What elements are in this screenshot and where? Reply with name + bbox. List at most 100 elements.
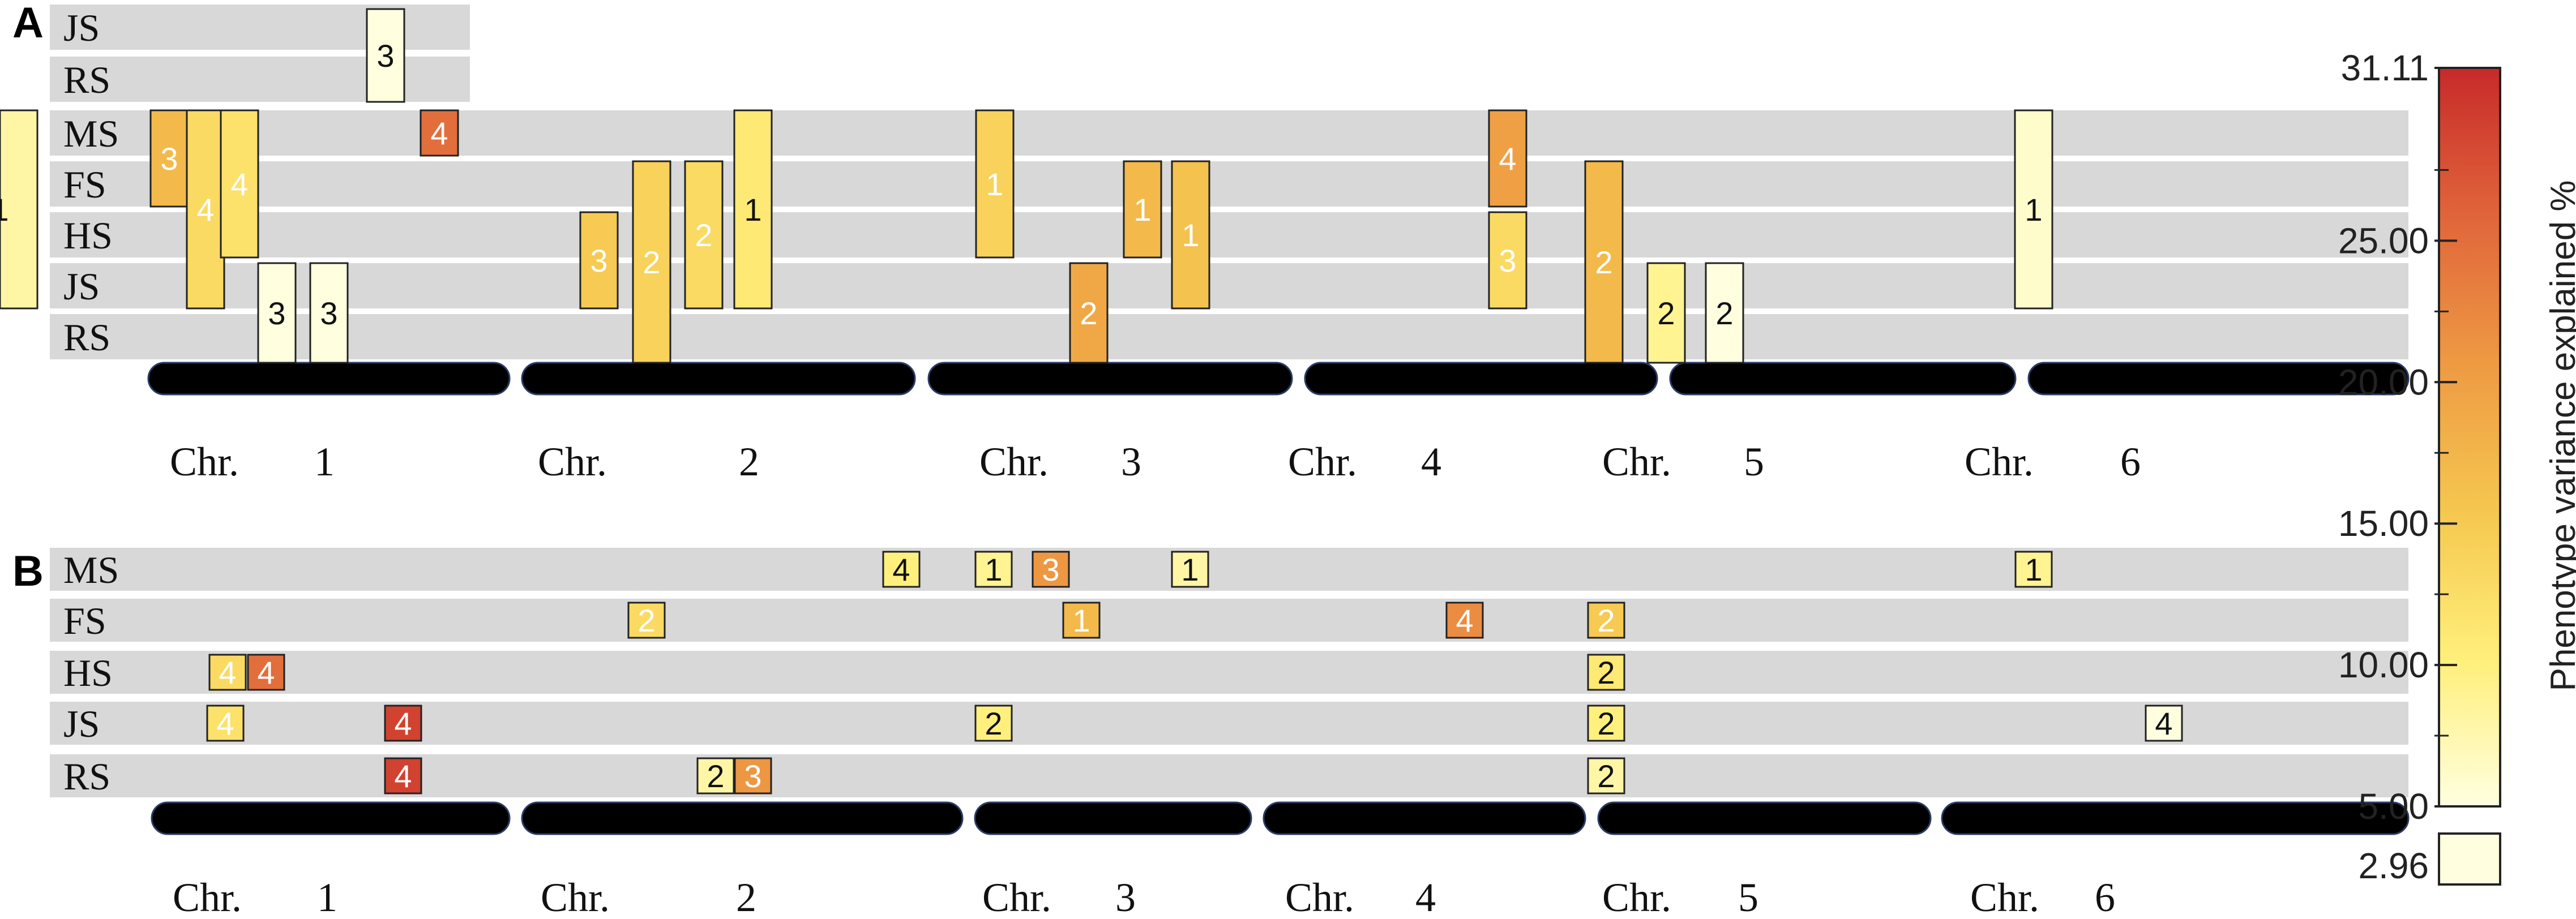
colorbar-tick-label: 10.00 <box>2338 645 2429 685</box>
qtl-interval: 1 <box>0 109 38 310</box>
qtl-label: 3 <box>1042 552 1059 587</box>
chromosome-label-number: 4 <box>1415 875 1436 919</box>
trait-row-band <box>50 754 2408 797</box>
qtl-label: 2 <box>1597 655 1615 690</box>
trait-row-band <box>50 161 2408 207</box>
qtl-marker: 1 <box>974 551 1013 588</box>
chromosome-label-word: Chr. <box>1965 439 2034 484</box>
qtl-interval: 2 <box>632 160 671 364</box>
qtl-label: 4 <box>430 115 448 151</box>
trait-row-label: RS <box>63 316 110 359</box>
trait-row-band <box>50 5 470 50</box>
chromosome-label-number: 2 <box>736 875 756 919</box>
qtl-label: 1 <box>1182 217 1199 253</box>
panel-b-label: B <box>12 547 44 595</box>
qtl-marker: 3 <box>1032 551 1070 588</box>
chromosome-bar <box>927 362 1293 396</box>
colorbar-tick-label: 25.00 <box>2338 220 2429 261</box>
chromosome-label-number: 5 <box>1738 875 1758 919</box>
qtl-interval: 1 <box>1123 160 1162 259</box>
trait-row-label: RS <box>63 58 110 101</box>
qtl-label: 2 <box>1597 603 1615 638</box>
trait-row-band <box>50 57 470 102</box>
chromosome-bar <box>974 801 1252 835</box>
qtl-label: 2 <box>637 603 655 638</box>
qtl-interval: 3 <box>1488 211 1527 310</box>
qtl-marker: 4 <box>247 654 285 691</box>
trait-row-band <box>50 212 2408 257</box>
qtl-label: 4 <box>1499 141 1516 177</box>
chromosome-label-number: 2 <box>739 439 759 484</box>
qtl-label: 1 <box>744 192 761 227</box>
colorbar-title: Phenotype variance explained % <box>2544 180 2576 691</box>
colorbar-tick-label: 15.00 <box>2338 503 2429 544</box>
qtl-interval: 3 <box>366 8 405 103</box>
qtl-label: 2 <box>1080 295 1097 331</box>
qtl-label: 1 <box>2025 552 2042 587</box>
qtl-interval: 4 <box>1488 109 1527 208</box>
qtl-marker: 4 <box>384 705 422 742</box>
qtl-label: 4 <box>1456 603 1473 638</box>
chromosome-label-word: Chr. <box>1288 439 1357 484</box>
qtl-interval: 3 <box>579 211 619 310</box>
qtl-label: 2 <box>1657 295 1675 331</box>
qtl-label: 3 <box>1499 243 1516 278</box>
qtl-interval: 1 <box>733 109 773 310</box>
qtl-marker: 2 <box>1587 654 1625 691</box>
trait-row-label: FS <box>63 163 106 206</box>
qtl-label: 2 <box>643 244 660 280</box>
qtl-interval: 2 <box>1069 262 1109 364</box>
qtl-label: 3 <box>590 243 607 278</box>
qtl-label: 4 <box>394 758 412 794</box>
qtl-label: 1 <box>986 166 1003 202</box>
trait-row-band <box>50 702 2408 745</box>
qtl-label: 2 <box>695 217 712 253</box>
qtl-interval: 1 <box>2014 109 2053 310</box>
qtl-label: 3 <box>320 295 337 331</box>
qtl-interval: 3 <box>149 109 189 208</box>
chromosome-bar <box>1597 801 1932 835</box>
trait-row-label: MS <box>63 548 119 591</box>
panel-a-chromosomes <box>147 362 2410 396</box>
qtl-label: 2 <box>707 758 724 794</box>
qtl-label: 1 <box>1181 552 1199 587</box>
qtl-interval: 1 <box>1171 160 1210 310</box>
chromosome-label-number: 4 <box>1421 439 1441 484</box>
qtl-marker: 2 <box>696 757 735 795</box>
qtl-label: 3 <box>376 38 394 74</box>
qtl-interval: 1 <box>975 109 1015 259</box>
qtl-marker: 4 <box>208 654 247 691</box>
qtl-label: 4 <box>394 706 412 741</box>
trait-row-label: JS <box>63 702 100 745</box>
chromosome-label-word: Chr. <box>979 439 1049 484</box>
chromosome-bar <box>1263 801 1586 835</box>
colorbar-below-swatch <box>2438 832 2501 886</box>
colorbar-tick-label: 20.00 <box>2338 362 2429 402</box>
chromosome-bar <box>521 362 916 396</box>
trait-row-label: FS <box>63 599 106 642</box>
chromosome-label-number: 1 <box>317 875 337 919</box>
qtl-label: 1 <box>985 552 1002 587</box>
trait-row-band <box>50 651 2408 694</box>
qtl-interval: 2 <box>1584 160 1624 364</box>
qtl-label: 3 <box>744 758 761 794</box>
qtl-interval: 2 <box>1646 262 1686 364</box>
qtl-label: 2 <box>1715 295 1733 331</box>
trait-row-label: JS <box>63 6 100 49</box>
trait-row-band <box>50 263 2408 308</box>
trait-row-band <box>50 314 2408 359</box>
qtl-label: 2 <box>1595 244 1612 280</box>
qtl-interval: 2 <box>684 160 724 310</box>
chromosome-label-word: Chr. <box>170 439 239 484</box>
trait-row-label: MS <box>63 112 119 155</box>
chromosome-label-word: Chr. <box>982 875 1051 919</box>
trait-row-band <box>50 110 2408 156</box>
trait-row-label: HS <box>63 651 113 694</box>
qtl-marker: 4 <box>882 551 921 588</box>
chromosome-label-word: Chr. <box>1285 875 1354 919</box>
chromosome-label-word: Chr. <box>538 439 607 484</box>
